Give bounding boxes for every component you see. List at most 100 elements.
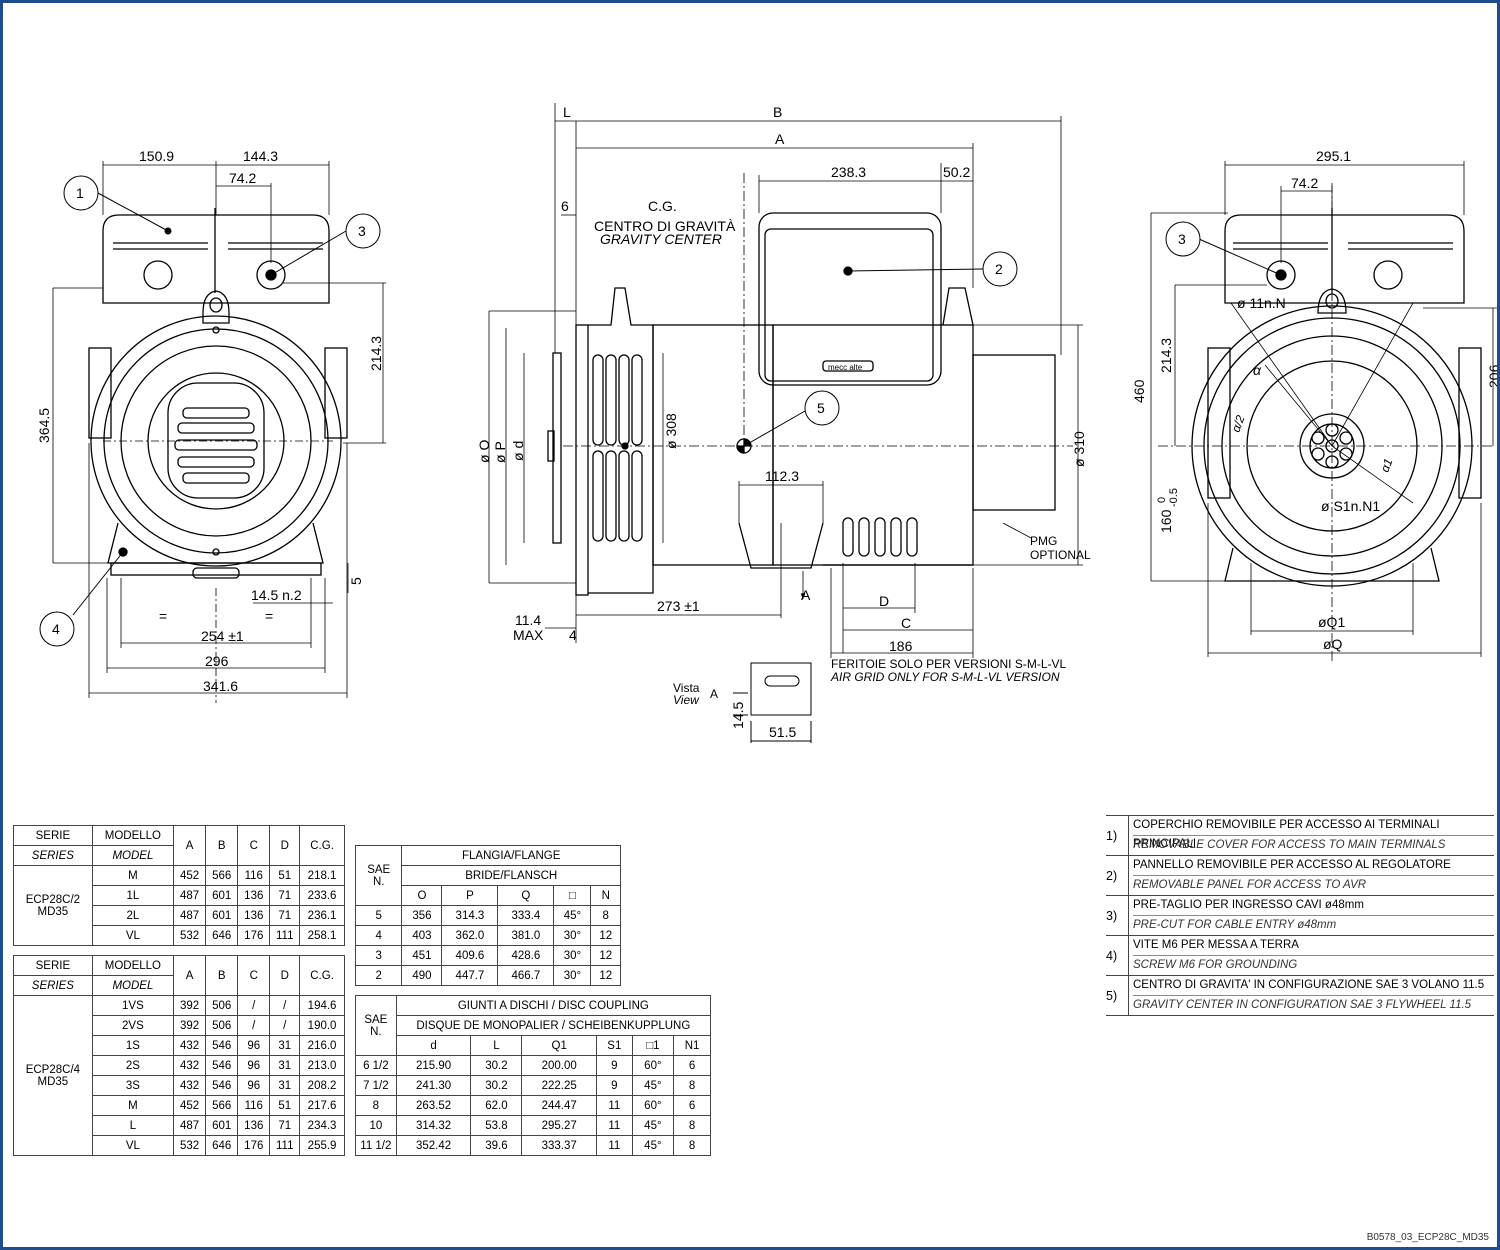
note-en: REMOVABLE COVER FOR ACCESS TO MAIN TERMI…: [1133, 839, 1446, 851]
th-b: B: [205, 825, 239, 866]
th-n: N: [590, 885, 621, 906]
cell: 176: [237, 1135, 271, 1156]
vista-label: Vista: [673, 681, 700, 695]
cell: /: [269, 1015, 301, 1036]
cell: 31: [269, 1075, 301, 1096]
cell: 45°: [631, 1075, 675, 1096]
front-callout-numbers: 1 3 4: [52, 185, 366, 637]
cell: 2L: [91, 905, 175, 926]
note-en: GRAVITY CENTER IN CONFIGURATION SAE 3 FL…: [1133, 999, 1472, 1011]
cell: 30°: [553, 965, 592, 986]
cell: 12: [590, 965, 621, 986]
note-item: 1) COPERCHIO REMOVIBILE PER ACCESSO AI T…: [1106, 815, 1494, 856]
air-grid-note-en: AIR GRID ONLY FOR S-M-L-VL VERSION: [830, 670, 1060, 684]
cg-label-en: GRAVITY CENTER: [600, 231, 722, 247]
cell: 601: [205, 1115, 239, 1136]
vista-a: A: [710, 687, 718, 701]
cell: 403: [401, 925, 443, 946]
th-d: D: [269, 955, 301, 996]
cell: 11: [596, 1115, 633, 1136]
note-text: CENTRO DI GRAVITA' IN CONFIGURAZIONE SAE…: [1128, 976, 1494, 1015]
cell: /: [269, 995, 301, 1016]
dim-144-3: 144.3: [243, 148, 278, 164]
th-serie: SERIE: [13, 955, 93, 976]
th-q1: Q1: [521, 1035, 598, 1056]
cell: 12: [590, 925, 621, 946]
dim-A: A: [775, 131, 785, 147]
dim-460: 460: [1131, 379, 1147, 403]
cell: 2: [354, 965, 403, 986]
cell: 546: [205, 1055, 239, 1076]
dim-11nN: ø 11n.N: [1237, 295, 1286, 311]
brand-plate: mecc alte: [828, 363, 863, 372]
technical-drawing: 150.9 144.3 74.2 364.5 214.3 5 14.5 n.2 …: [36, 103, 1497, 743]
model-table-4pole: SERIE MODELLO A B C D C.G. SERIES MODEL …: [13, 955, 345, 1156]
th-model: MODEL: [91, 975, 175, 996]
dim-d310: ø 310: [1071, 431, 1087, 467]
cell: 263.52: [395, 1095, 472, 1116]
note-it: COPERCHIO REMOVIBILE PER ACCESSO AI TERM…: [1133, 816, 1494, 850]
cell: 10: [355, 1115, 397, 1136]
notes-list: 1) COPERCHIO REMOVIBILE PER ACCESSO AI T…: [1106, 815, 1494, 1016]
th-c: C: [237, 825, 271, 866]
cell: 53.8: [470, 1115, 523, 1136]
dim-tol-neg: -0.5: [1168, 488, 1180, 507]
cell: 136: [237, 905, 271, 926]
note-number: 5): [1106, 988, 1118, 1003]
cell: M: [91, 1095, 175, 1116]
cell: 111: [269, 1135, 301, 1156]
cell: 452: [173, 865, 207, 886]
cell: 532: [173, 1135, 207, 1156]
note-en: REMOVABLE PANEL FOR ACCESS TO AVR: [1133, 879, 1367, 891]
th-series: SERIES: [13, 845, 93, 866]
cell: 244.47: [521, 1095, 598, 1116]
series-name: ECP28C/2: [25, 893, 81, 906]
cell: 487: [173, 1115, 207, 1136]
cell: 96: [237, 1075, 271, 1096]
th-series: SERIES: [13, 975, 93, 996]
note-it: PRE-TAGLIO PER INGRESSO CAVI ø48mm: [1133, 896, 1494, 916]
dim-dO: ø O: [476, 440, 492, 463]
cell: 646: [205, 1135, 239, 1156]
dim-eq-right: =: [265, 608, 273, 624]
front-callouts: [39, 175, 381, 647]
th-a: A: [173, 825, 207, 866]
note-number: 2): [1106, 868, 1118, 883]
cell: 30.2: [470, 1075, 523, 1096]
cell: 222.25: [521, 1075, 598, 1096]
cell: 452: [173, 1095, 207, 1116]
dim-eq-left: =: [159, 608, 167, 624]
th-c: C: [237, 955, 271, 996]
cell: 234.3: [299, 1115, 345, 1136]
cell: 71: [269, 905, 301, 926]
cell: 71: [269, 885, 301, 906]
cell: 546: [205, 1075, 239, 1096]
th-s1: S1: [596, 1035, 633, 1056]
cell: 213.0: [299, 1055, 345, 1076]
cell: 8: [355, 1095, 397, 1116]
dim-d308: ø 308: [663, 413, 679, 449]
cell: 356: [401, 905, 443, 926]
dim-254: 254 ±1: [201, 628, 244, 644]
cell: 30°: [553, 925, 592, 946]
vista-a-detail: [733, 662, 812, 743]
note-en: PRE-CUT FOR CABLE ENTRY ø48mm: [1133, 919, 1337, 931]
side-callouts: [743, 251, 1018, 447]
cell: 96: [237, 1035, 271, 1056]
cell: VL: [91, 925, 175, 946]
cell: 136: [237, 885, 271, 906]
cell: 566: [205, 865, 239, 886]
cell: 218.1: [299, 865, 345, 886]
cell: 490: [401, 965, 443, 986]
rear-labels: 295.1 74.2 460 214.3 206 160 0 -0.5 ø 11…: [1131, 148, 1497, 652]
